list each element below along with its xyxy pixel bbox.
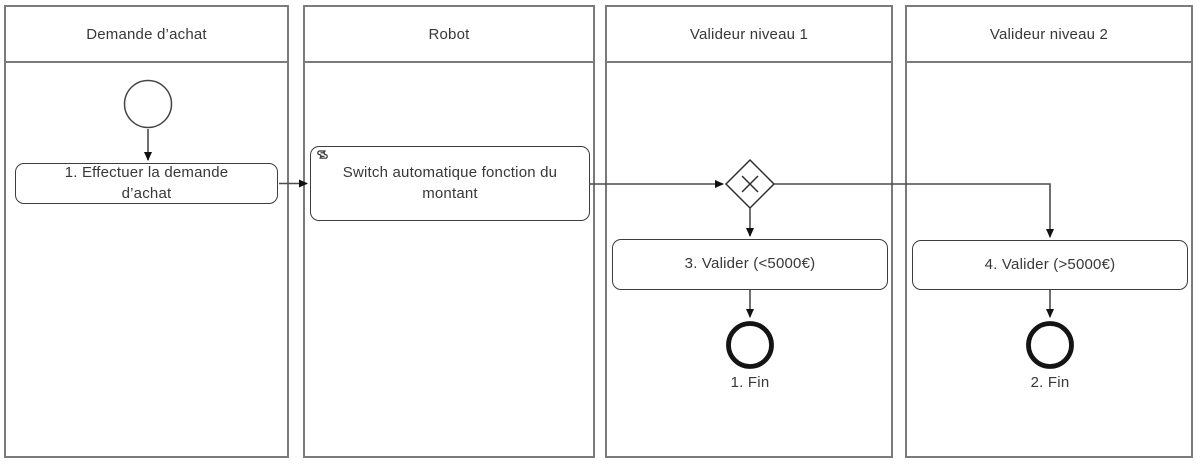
- task-effectuer-demande-achat: 1. Effectuer la demande d’achat: [15, 163, 278, 204]
- lane-demande-achat: Demande d’achat: [4, 5, 289, 458]
- task-label: 1. Effectuer la demande d’achat: [64, 164, 229, 202]
- lane-title: Valideur niveau 1: [689, 25, 809, 43]
- lane-robot: Robot: [303, 5, 595, 458]
- lane-header: Robot: [305, 7, 593, 63]
- end-event-2-label: 2. Fin: [1030, 374, 1070, 391]
- lane-header: Demande d’achat: [6, 7, 287, 63]
- end-event-1-label: 1. Fin: [730, 374, 770, 391]
- task-valider-sup-5000: 4. Valider (>5000€): [912, 240, 1188, 290]
- lane-title: Robot: [428, 25, 470, 43]
- task-label: 4. Valider (>5000€): [984, 255, 1116, 273]
- task-label: Switch automatique fonction du montant: [342, 164, 558, 202]
- lane-title: Demande d’achat: [86, 25, 207, 43]
- lane-title: Valideur niveau 2: [989, 25, 1109, 43]
- task-switch-automatique: Switch automatique fonction du montant: [310, 146, 590, 221]
- task-label: 3. Valider (<5000€): [684, 255, 816, 273]
- task-valider-inf-5000: 3. Valider (<5000€): [612, 239, 888, 290]
- lane-header: Valideur niveau 1: [607, 7, 891, 63]
- lane-header: Valideur niveau 2: [907, 7, 1191, 63]
